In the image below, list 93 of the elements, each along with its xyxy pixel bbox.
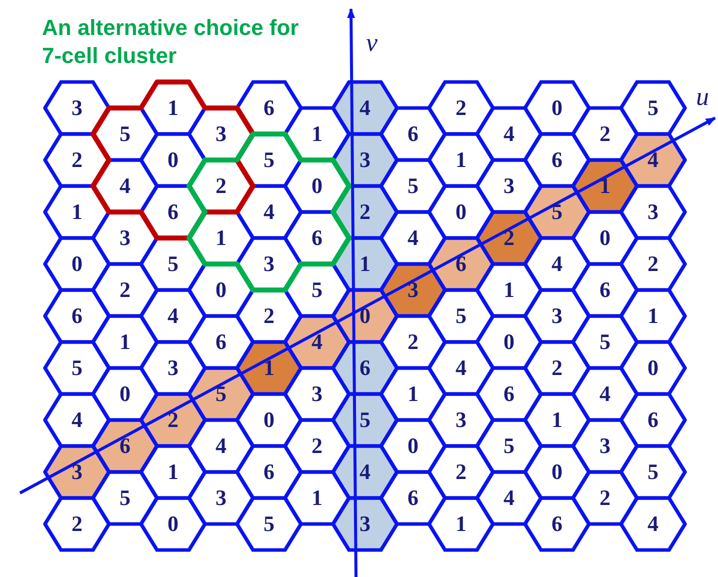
cell-number: 2 [110,275,140,305]
cell-number: 6 [542,145,572,175]
cell-number: 3 [542,301,572,331]
cell-number: 4 [158,301,188,331]
cell-number: 2 [62,145,92,175]
cell-number: 2 [302,431,332,461]
cell-number: 4 [494,483,524,513]
cell-number: 2 [62,509,92,539]
cell-number: 5 [494,431,524,461]
title-text: An alternative choice for 7-cell cluster [42,14,300,70]
cell-number: 5 [110,119,140,149]
cell-number: 0 [206,275,236,305]
cell-number: 4 [398,223,428,253]
cell-number: 6 [542,509,572,539]
cell-number: 1 [158,93,188,123]
cell-number: 1 [446,145,476,175]
cell-number: 3 [62,93,92,123]
cell-number: 5 [110,483,140,513]
cell-number: 5 [398,171,428,201]
cell-number: 0 [590,223,620,253]
cell-number: 1 [494,275,524,305]
cell-number: 3 [110,223,140,253]
cell-number: 1 [62,197,92,227]
cell-number: 4 [638,509,668,539]
cell-number: 6 [254,457,284,487]
cell-number: 0 [494,327,524,357]
cell-number: 3 [590,431,620,461]
cell-number: 6 [494,379,524,409]
cell-number: 1 [158,457,188,487]
cell-number: 2 [254,301,284,331]
cell-number: 3 [206,483,236,513]
cell-number: 2 [590,483,620,513]
cell-number: 5 [638,93,668,123]
cell-number: 2 [542,353,572,383]
cell-number: 3 [302,379,332,409]
cell-number: 5 [254,145,284,175]
cell-number: 0 [158,509,188,539]
cell-number: 5 [446,301,476,331]
cell-number: 3 [494,171,524,201]
cell-number: 3 [206,119,236,149]
cell-number: 5 [158,249,188,279]
cell-number: 5 [638,457,668,487]
cell-number: 1 [302,119,332,149]
cell-number: 6 [590,275,620,305]
cell-number: 4 [62,405,92,435]
cell-number: 5 [302,275,332,305]
cell-number: 4 [110,171,140,201]
cell-number: 2 [446,93,476,123]
cell-number: 0 [62,249,92,279]
cell-number: 6 [206,327,236,357]
cell-number: 2 [590,119,620,149]
cell-number: 4 [206,431,236,461]
axis-label: u [696,84,709,110]
cell-number: 5 [590,327,620,357]
cell-number: 0 [398,431,428,461]
cell-number: 1 [542,405,572,435]
cell-number: 0 [542,457,572,487]
cell-number: 3 [446,405,476,435]
cell-number: 0 [542,93,572,123]
cell-number: 1 [110,327,140,357]
cell-number: 3 [254,249,284,279]
cell-number: 0 [446,197,476,227]
cell-number: 4 [254,197,284,227]
cell-number: 6 [398,483,428,513]
cell-number: 2 [638,249,668,279]
cell-number: 0 [638,353,668,383]
cell-number: 1 [206,223,236,253]
cell-number: 2 [398,327,428,357]
axis-label: v [366,30,378,56]
cell-number: 0 [158,145,188,175]
cell-number: 6 [62,301,92,331]
cell-number: 5 [254,509,284,539]
cell-number: 0 [254,405,284,435]
cell-number: 3 [638,197,668,227]
cell-number: 0 [302,171,332,201]
cell-number: 5 [62,353,92,383]
cell-number: 6 [398,119,428,149]
cell-number: 6 [254,93,284,123]
cell-number: 1 [446,509,476,539]
cell-number: 4 [446,353,476,383]
cell-number: 3 [158,353,188,383]
cell-number: 1 [638,301,668,331]
cell-number: 6 [302,223,332,253]
cell-number: 6 [158,197,188,227]
cell-number: 2 [446,457,476,487]
cell-number: 6 [638,405,668,435]
cell-number: 4 [542,249,572,279]
cell-number: 1 [398,379,428,409]
cell-number: 4 [590,379,620,409]
cell-number: 4 [494,119,524,149]
cell-number: 2 [206,171,236,201]
cell-number: 0 [110,379,140,409]
cell-number: 1 [302,483,332,513]
